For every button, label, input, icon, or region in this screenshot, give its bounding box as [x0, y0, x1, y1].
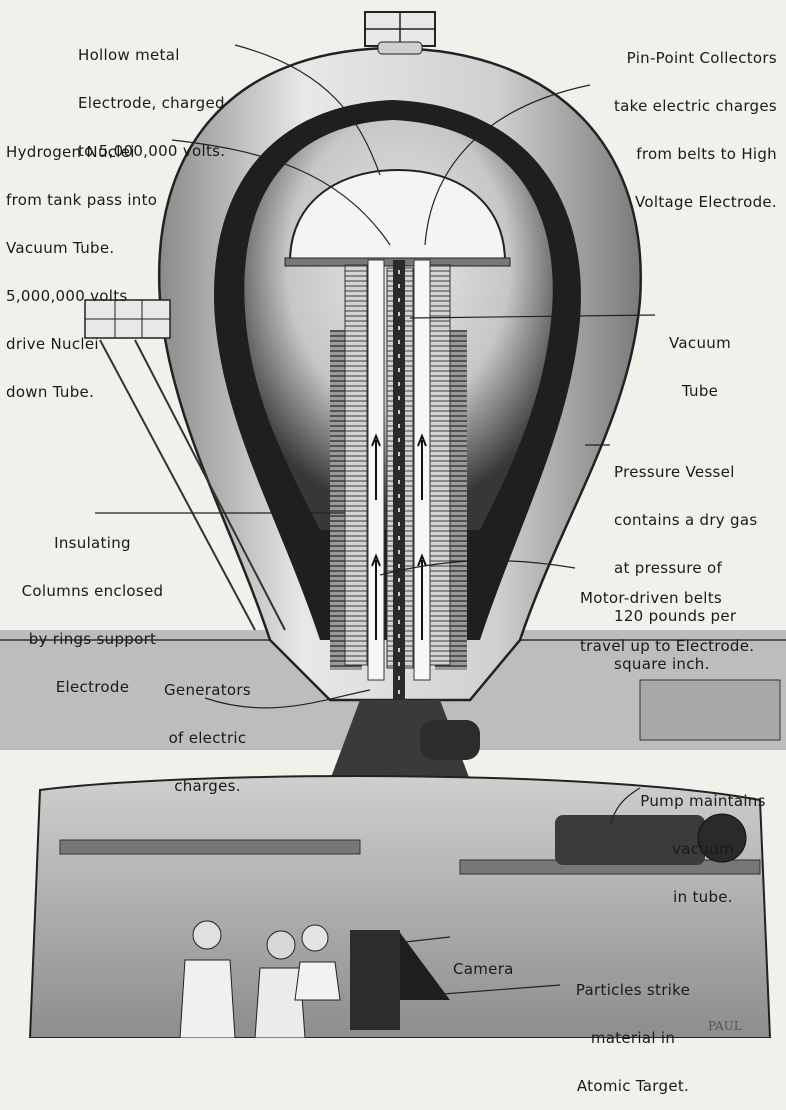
label-vacuum-tube: Vacuum Tube	[655, 303, 745, 415]
label-hollow-electrode: Hollow metal Electrode, charged to 5,000…	[78, 15, 225, 175]
label-line: from belts to High	[636, 145, 777, 163]
label-line: square inch.	[614, 655, 710, 673]
label-camera: Camera	[453, 929, 514, 993]
label-line: 120 pounds per	[614, 607, 737, 625]
label-line: Hollow metal	[78, 46, 180, 64]
label-hydrogen-nuclei: Hydrogen Nuclei from tank pass into Vacu…	[6, 112, 157, 416]
label-line: Columns enclosed	[21, 582, 164, 600]
label-line: charges.	[174, 777, 241, 795]
label-line: Motor-driven belts	[580, 589, 723, 607]
label-pin-point-collectors: Pin-Point Collectors take electric charg…	[555, 18, 777, 226]
label-line: 5,000,000 volts	[6, 287, 128, 305]
label-pump: Pump maintains vacuum in tube.	[628, 761, 778, 921]
label-line: Atomic Target.	[576, 1077, 690, 1095]
top-hatch	[364, 11, 436, 55]
label-line: drive Nuclei	[6, 335, 99, 353]
label-line: by rings support	[28, 630, 157, 648]
label-line: Pressure Vessel	[614, 463, 735, 481]
ladder	[84, 299, 286, 631]
leader-lines	[95, 44, 656, 996]
label-line: from tank pass into	[6, 191, 158, 209]
label-line: Pump maintains	[640, 792, 766, 810]
label-line: to 5,000,000 volts.	[78, 142, 226, 160]
label-particles: Particles strike material in Atomic Targ…	[553, 950, 713, 1110]
label-line: down Tube.	[6, 383, 95, 401]
label-generators: Generators of electric charges.	[150, 650, 265, 810]
label-motor-belts: Motor-driven belts travel up to Electrod…	[580, 558, 754, 670]
label-line: travel up to Electrode.	[580, 637, 755, 655]
label-line: Vacuum	[669, 334, 731, 352]
label-line: material in	[590, 1029, 676, 1047]
label-line: of electric	[168, 729, 247, 747]
label-line: Camera	[453, 960, 514, 978]
label-pressure-vessel: Pressure Vessel contains a dry gas at pr…	[614, 432, 757, 688]
signature: PAUL	[708, 1019, 742, 1033]
label-line: Vacuum Tube.	[6, 239, 115, 257]
label-line: Electrode, charged	[78, 94, 225, 112]
label-line: take electric charges	[613, 97, 777, 115]
label-insulating-columns: Insulating Columns enclosed by rings sup…	[0, 503, 185, 711]
label-line: Voltage Electrode.	[635, 193, 777, 211]
label-line: Insulating	[54, 534, 131, 552]
label-line: vacuum	[672, 840, 734, 858]
label-line: contains a dry gas	[614, 511, 758, 529]
label-line: Generators	[164, 681, 251, 699]
label-line: Tube	[681, 382, 719, 400]
label-line: Pin-Point Collectors	[626, 49, 777, 67]
scientists	[179, 920, 341, 1038]
van-de-graaff-diagram: PAUL	[0, 11, 786, 1038]
motor-belts	[367, 259, 431, 681]
label-line: Hydrogen Nuclei	[6, 143, 135, 161]
label-line: Particles strike	[575, 981, 691, 999]
label-line: at pressure of	[614, 559, 723, 577]
label-line: in tube.	[673, 888, 733, 906]
label-line: Electrode	[55, 678, 130, 696]
